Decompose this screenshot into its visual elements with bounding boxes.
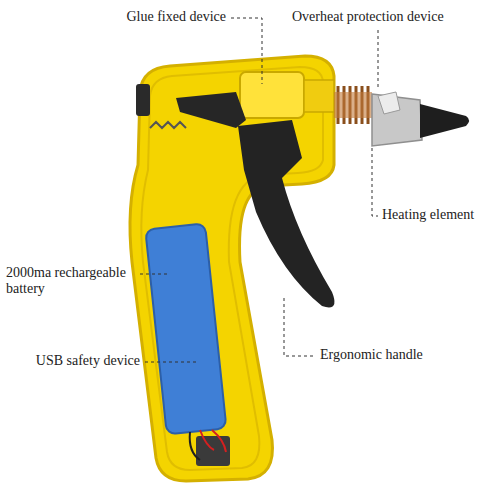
leader-line [372,148,378,216]
part-label: Heating element [382,207,474,223]
part-label: Ergonomic handle [320,347,423,363]
trigger [238,120,334,307]
barrel-clip [378,92,400,114]
leader-line [231,18,262,84]
glue-holder-ring [304,80,334,112]
nozzle [420,104,469,138]
part-label: Glue fixed device [126,9,226,25]
battery [145,223,226,434]
rear-cap [136,84,150,116]
part-label: 2000ma rechargeable battery [6,265,136,297]
battery-wire [190,432,200,460]
battery-wire [200,430,226,452]
feed-lever [176,92,246,128]
leader-line [284,298,316,356]
part-label: USB safety device [36,353,140,369]
coil-core [334,92,372,118]
spring [150,122,186,128]
leader-line [145,362,196,363]
glue-holder [240,72,304,118]
part-label: Overheat protection device [292,9,444,25]
leader-line [140,274,170,275]
leader-line [378,30,379,88]
gun-housing [130,56,334,481]
